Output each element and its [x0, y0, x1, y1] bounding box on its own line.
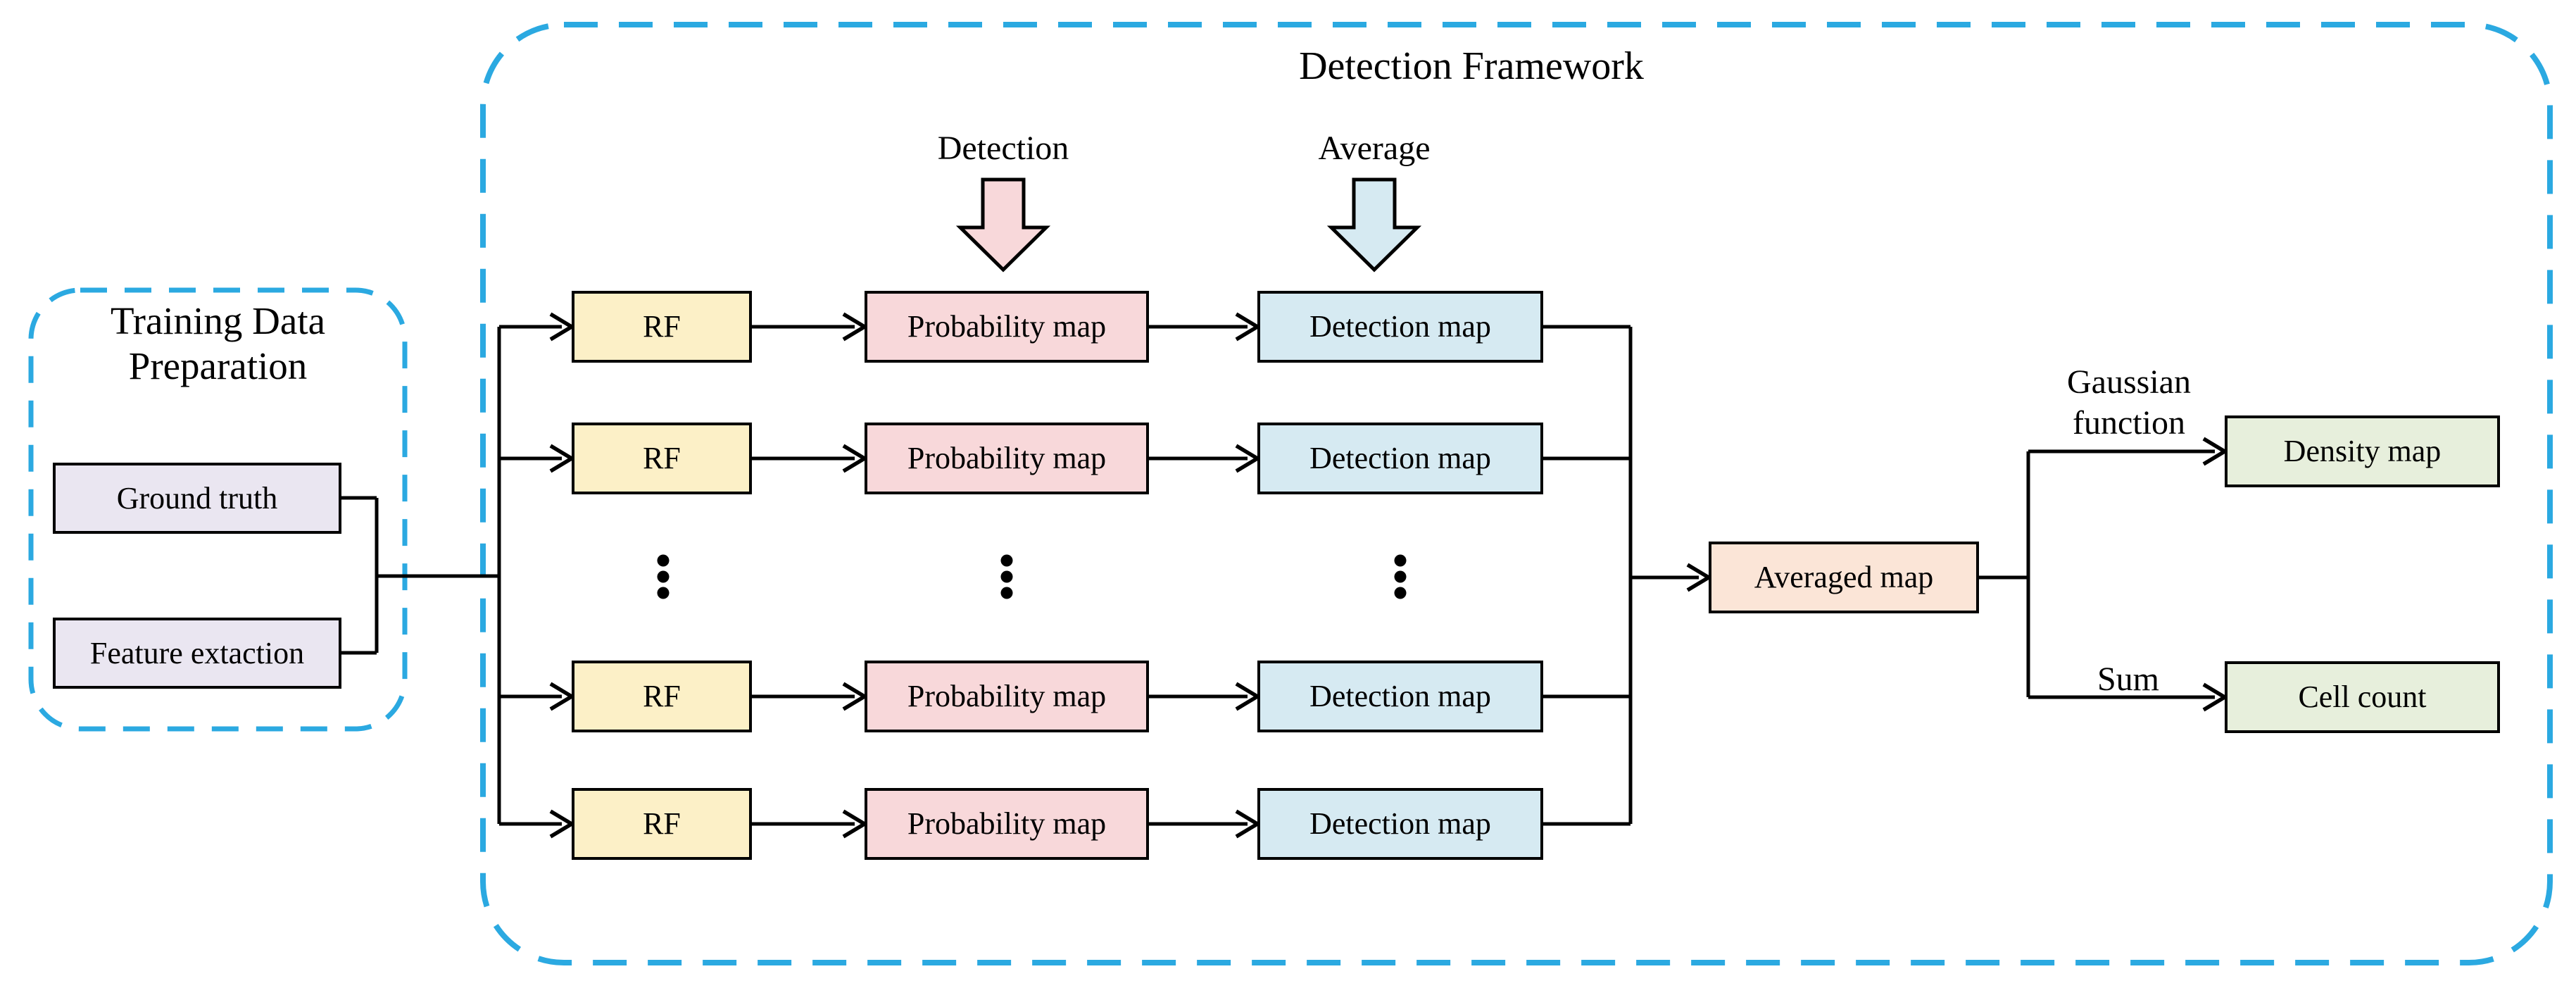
training-panel-dashed-border	[28, 287, 408, 732]
detection-map-node: Detection map	[1257, 423, 1543, 494]
probability-map-node: Probability map	[865, 423, 1149, 494]
down-block-arrow-icon	[1326, 177, 1422, 273]
sum-annotation: Sum	[2097, 661, 2160, 698]
rf-node: RF	[572, 291, 752, 363]
down-block-arrow-icon	[955, 177, 1051, 273]
ground-truth-node: Ground truth	[53, 463, 341, 534]
rf-node: RF	[572, 788, 752, 860]
output-branch-lines	[1979, 437, 2229, 712]
vertical-ellipsis-icon	[657, 554, 670, 599]
detection-map-node: Detection map	[1257, 661, 1543, 732]
rf-node: RF	[572, 423, 752, 494]
density-map-node: Density map	[2225, 415, 2500, 487]
framework-title: Detection Framework	[1299, 44, 1644, 88]
averaged-map-node: Averaged map	[1709, 542, 1979, 613]
detection-map-node: Detection map	[1257, 291, 1543, 363]
gaussian-function-annotation: Gaussian function	[2067, 363, 2191, 442]
feature-extraction-node: Feature extaction	[53, 618, 341, 689]
probability-map-node: Probability map	[865, 291, 1149, 363]
training-panel-title: Training Data Preparation	[110, 299, 326, 387]
probability-to-detection-arrows	[1149, 312, 1262, 839]
detection-map-node: Detection map	[1257, 788, 1543, 860]
detection-annotation: Detection	[937, 130, 1069, 167]
detection-merge-lines	[1543, 325, 1713, 826]
detection-framework-dashed-border	[480, 22, 2553, 965]
vertical-ellipsis-icon	[1000, 554, 1013, 599]
rf-to-probability-arrows	[752, 312, 869, 839]
rf-node: RF	[572, 661, 752, 732]
row-input-arrows	[499, 312, 576, 839]
probability-map-node: Probability map	[865, 661, 1149, 732]
probability-map-node: Probability map	[865, 788, 1149, 860]
average-annotation: Average	[1318, 130, 1431, 167]
training-connector-lines	[340, 496, 499, 655]
cell-count-node: Cell count	[2225, 661, 2500, 733]
vertical-ellipsis-icon	[1394, 554, 1407, 599]
